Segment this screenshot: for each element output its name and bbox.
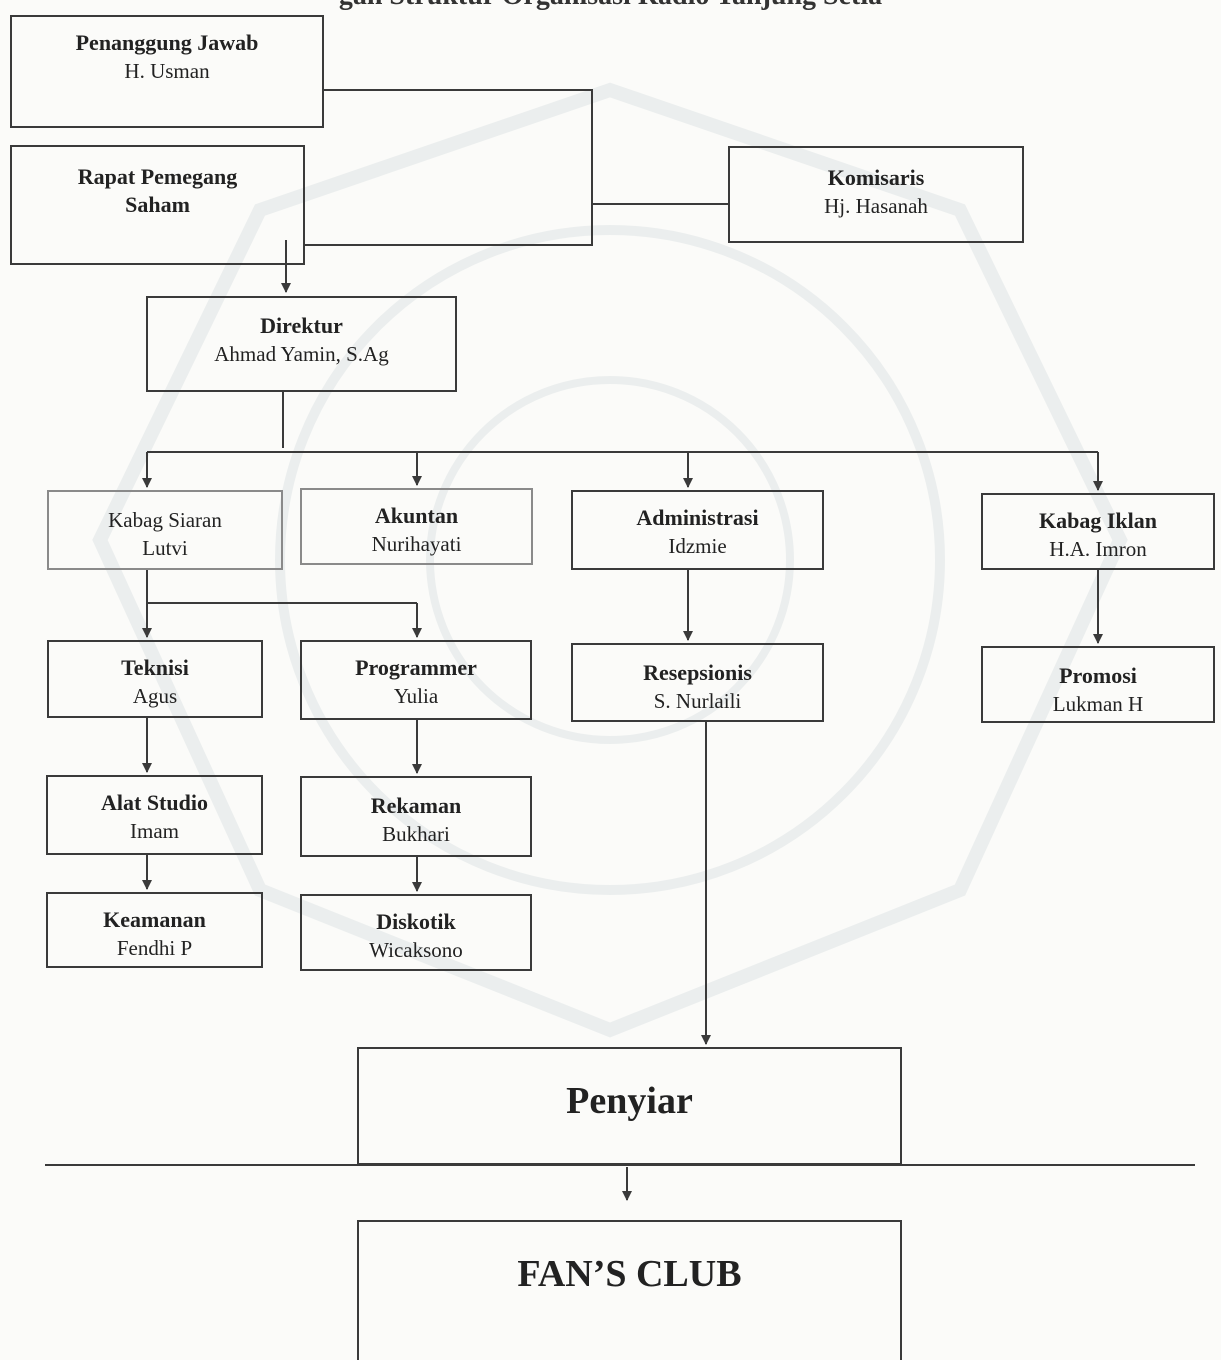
penyiar-title: Penyiar <box>566 1080 693 1122</box>
keamanan-name: Fendhi P <box>116 936 193 960</box>
connector-siaran-sub <box>146 570 417 604</box>
resepsionis-name: S. Nurlaili <box>653 689 742 713</box>
rapat-title-line2: Saham <box>125 192 190 217</box>
promosi-name: Lukman H <box>1052 692 1144 716</box>
box-diskotik: Diskotik Wicaksono <box>300 894 532 971</box>
box-resepsionis: Resepsionis S. Nurlaili <box>571 643 824 722</box>
box-promosi: Promosi Lukman H <box>981 646 1215 723</box>
akuntan-name: Nurihayati <box>371 532 462 556</box>
direktur-name: Ahmad Yamin, S.Ag <box>214 342 389 366</box>
box-komisaris: Komisaris Hj. Hasanah <box>728 146 1024 243</box>
diskotik-title: Diskotik <box>376 909 456 934</box>
rapat-title: Rapat Pemegang <box>77 164 238 189</box>
connector-penanggung-jawab <box>305 89 593 246</box>
box-penyiar: Penyiar <box>357 1047 902 1165</box>
resepsionis-title: Resepsionis <box>643 660 752 685</box>
kabag-siaran-title: Kabag Siaran <box>108 508 222 532</box>
rekaman-name: Bukhari <box>382 822 450 846</box>
programmer-title: Programmer <box>355 655 477 680</box>
administrasi-title: Administrasi <box>636 505 759 530</box>
administrasi-name: Idzmie <box>668 534 727 558</box>
box-keamanan: Keamanan Fendhi P <box>46 892 263 968</box>
box-kabag-siaran: Kabag Siaran Lutvi <box>47 490 283 570</box>
penanggung-jawab-title: Penanggung Jawab <box>75 30 259 55</box>
box-rekaman: Rekaman Bukhari <box>300 776 532 857</box>
box-administrasi: Administrasi Idzmie <box>571 490 824 570</box>
diskotik-name: Wicaksono <box>369 938 463 962</box>
box-kabag-iklan: Kabag Iklan H.A. Imron <box>981 493 1215 570</box>
kabag-iklan-name: H.A. Imron <box>1049 537 1147 561</box>
page-title: gan Struktur Organisasi Radio Tanjung Se… <box>0 0 1221 12</box>
komisaris-title: Komisaris <box>827 165 925 190</box>
promosi-title: Promosi <box>1059 663 1137 688</box>
box-rapat-pemegang-saham: Rapat Pemegang Saham <box>10 145 305 265</box>
kabag-iklan-title: Kabag Iklan <box>1039 508 1157 533</box>
penanggung-jawab-name: H. Usman <box>124 59 210 83</box>
box-penanggung-jawab: Penanggung Jawab H. Usman <box>10 15 324 128</box>
box-programmer: Programmer Yulia <box>300 640 532 720</box>
kabag-siaran-name: Lutvi <box>142 536 188 560</box>
direktur-title: Direktur <box>260 313 343 338</box>
komisaris-name: Hj. Hasanah <box>824 194 928 218</box>
box-akuntan: Akuntan Nurihayati <box>300 488 533 565</box>
box-alat-studio: Alat Studio Imam <box>46 775 263 855</box>
box-fans-club: FAN’S CLUB <box>357 1220 902 1360</box>
keamanan-title: Keamanan <box>103 907 206 932</box>
alat-studio-title: Alat Studio <box>101 790 208 815</box>
fans-club-title: FAN’S CLUB <box>517 1253 742 1295</box>
teknisi-name: Agus <box>132 684 178 708</box>
alat-studio-name: Imam <box>130 819 179 843</box>
programmer-name: Yulia <box>393 684 439 708</box>
box-direktur: Direktur Ahmad Yamin, S.Ag <box>146 296 457 392</box>
akuntan-title: Akuntan <box>374 503 459 528</box>
teknisi-title: Teknisi <box>121 655 189 680</box>
rekaman-title: Rekaman <box>370 793 462 818</box>
box-teknisi: Teknisi Agus <box>47 640 263 718</box>
